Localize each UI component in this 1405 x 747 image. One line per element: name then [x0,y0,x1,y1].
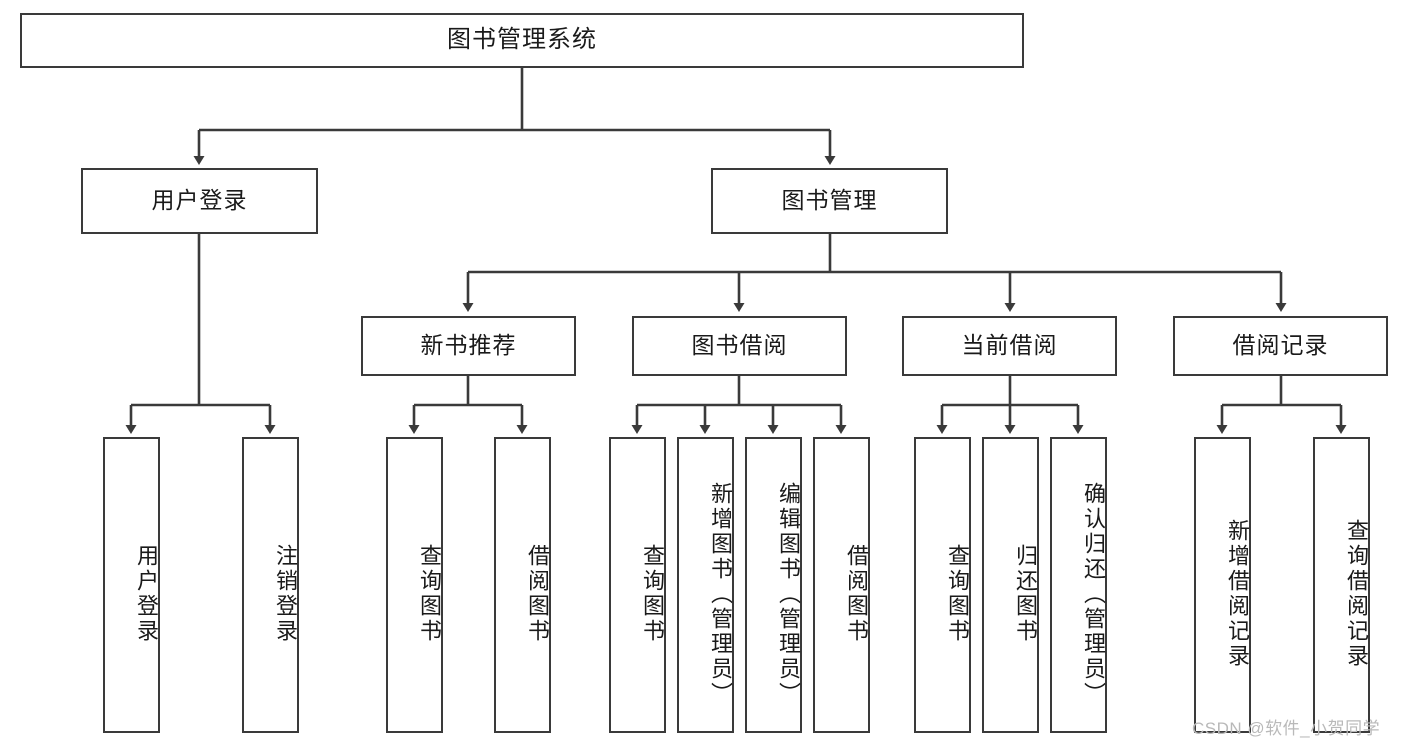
csdn-watermark: CSDN @软件_小贺同学 [1192,719,1381,738]
node-borrow-record[interactable]: 借阅记录 [1173,316,1388,376]
leaf-borrow-borrow-book[interactable]: 借阅图书 [813,437,870,733]
node-label: 查询借阅记录 [1344,519,1369,669]
node-label: 编辑图书（管理员） [776,481,801,707]
node-label: 查询图书 [945,544,970,644]
node-label: 借阅记录 [1232,332,1329,359]
leaf-new-book-borrow[interactable]: 借阅图书 [494,437,551,733]
node-user-login[interactable]: 用户登录 [81,168,318,234]
leaf-current-query-book[interactable]: 查询图书 [914,437,971,733]
leaf-current-return-book[interactable]: 归还图书 [982,437,1039,733]
node-label: 归还图书 [1013,544,1038,644]
node-label: 图书借阅 [691,332,788,359]
node-label: 查询图书 [640,544,665,644]
node-label: 图书管理 [781,187,878,214]
node-book-management[interactable]: 图书管理 [711,168,948,234]
node-current-borrow[interactable]: 当前借阅 [902,316,1117,376]
leaf-borrow-add-book[interactable]: 新增图书（管理员） [677,437,734,733]
leaf-record-add[interactable]: 新增借阅记录 [1194,437,1251,733]
node-label: 新增图书（管理员） [708,481,733,707]
node-label: 用户登录 [151,187,248,214]
leaf-current-confirm-return[interactable]: 确认归还（管理员） [1050,437,1107,733]
node-label: 借阅图书 [844,544,869,644]
node-book-borrow[interactable]: 图书借阅 [632,316,847,376]
leaf-user-login-login[interactable]: 用户登录 [103,437,160,733]
leaf-borrow-edit-book[interactable]: 编辑图书（管理员） [745,437,802,733]
node-label: 查询图书 [417,544,442,644]
node-label: 注销登录 [273,544,298,644]
node-label: 用户登录 [134,544,159,644]
node-new-book-recommend[interactable]: 新书推荐 [361,316,576,376]
node-label: 新书推荐 [420,332,517,359]
leaf-user-login-logout[interactable]: 注销登录 [242,437,299,733]
node-label: 借阅图书 [525,544,550,644]
leaf-record-query[interactable]: 查询借阅记录 [1313,437,1370,733]
node-root-system[interactable]: 图书管理系统 [20,13,1024,68]
node-label: 当前借阅 [961,332,1058,359]
node-label: 新增借阅记录 [1225,519,1250,669]
leaf-borrow-query-book[interactable]: 查询图书 [609,437,666,733]
node-label: 图书管理系统 [447,26,597,54]
leaf-new-book-query[interactable]: 查询图书 [386,437,443,733]
node-label: 确认归还（管理员） [1081,481,1106,707]
